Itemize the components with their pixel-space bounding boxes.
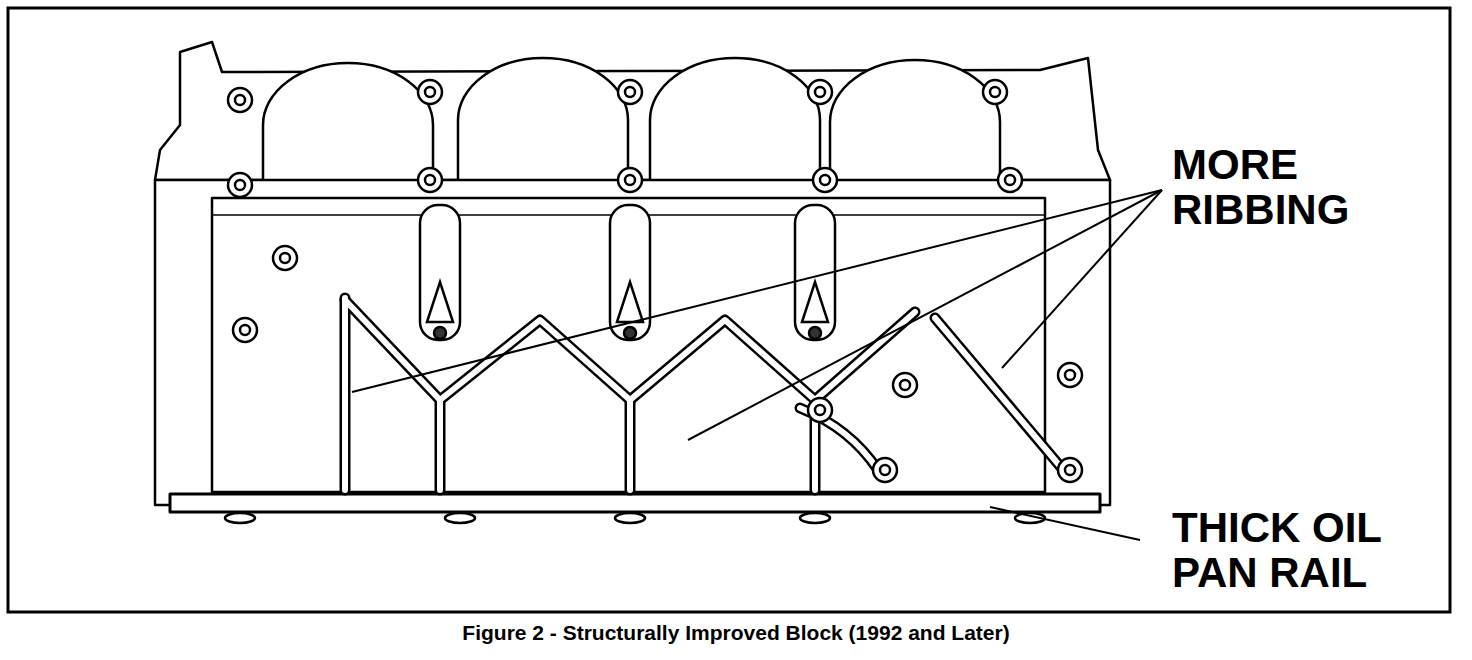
block-detail: [170, 494, 1100, 512]
block-detail: [830, 60, 1000, 185]
block-detail: [240, 325, 250, 335]
block-detail: [880, 465, 890, 475]
block-detail: [618, 80, 642, 104]
block-detail: [935, 318, 1065, 472]
bolt-bosses: [225, 80, 1082, 523]
block-detail: [235, 180, 245, 190]
block-detail: [263, 63, 433, 185]
block-detail: [625, 87, 635, 97]
block-detail: [625, 400, 636, 490]
block-detail: [688, 190, 1162, 440]
block-detail: [815, 87, 825, 97]
block-detail: [425, 87, 435, 97]
block-detail: [990, 87, 1000, 97]
block-detail: [352, 190, 1162, 392]
block-detail: [627, 400, 633, 490]
block-detail: [615, 513, 645, 523]
cylinder-block: [155, 42, 1110, 512]
block-detail: [458, 58, 628, 185]
block-detail: [1065, 370, 1075, 380]
block-detail: [228, 88, 252, 112]
figure-caption: Figure 2 - Structurally Improved Block (…: [462, 622, 1009, 645]
block-detail: [625, 175, 635, 185]
block-detail: [280, 253, 290, 263]
block-detail: [434, 327, 446, 339]
block-detail: [802, 282, 828, 322]
block-detail: [418, 80, 442, 104]
part-label: MORE RIBBING: [1172, 142, 1407, 233]
block-detail: [800, 513, 830, 523]
block-detail: [815, 405, 825, 415]
block-detail: [873, 458, 897, 482]
figure-frame: [8, 8, 1450, 612]
part-label: THICK OIL PAN RAIL: [1172, 505, 1407, 596]
block-detail: [900, 380, 910, 390]
block-detail: [233, 318, 257, 342]
block-detail: [990, 507, 1140, 540]
block-detail: [420, 205, 460, 340]
block-detail: [225, 513, 255, 523]
block-detail: [212, 198, 1045, 492]
block-detail: [427, 282, 453, 322]
leader-lines: [352, 190, 1162, 540]
block-detail: [1002, 190, 1162, 368]
block-detail: [893, 373, 917, 397]
block-detail: [935, 318, 1065, 472]
block-detail: [235, 95, 245, 105]
block-detail: [435, 400, 446, 490]
block-detail: [983, 80, 1007, 104]
block-detail: [342, 298, 348, 490]
block-detail: [650, 58, 820, 185]
block-detail: [624, 327, 636, 339]
block-detail: [618, 168, 642, 192]
block-detail: [808, 80, 832, 104]
block-detail: [1058, 363, 1082, 387]
block-detail: [809, 327, 821, 339]
block-detail: [445, 513, 475, 523]
block-detail: [273, 246, 297, 270]
block-detail: [808, 398, 832, 422]
block-detail: [155, 180, 1110, 505]
block-detail: [998, 168, 1022, 192]
block-detail: [437, 400, 443, 490]
block-detail: [340, 298, 351, 490]
block-detail: [1005, 175, 1015, 185]
block-detail: [418, 168, 442, 192]
block-detail: [1065, 465, 1075, 475]
block-detail: [820, 175, 830, 185]
block-detail: [617, 282, 643, 322]
block-detail: [228, 173, 252, 197]
block-detail: [1058, 458, 1082, 482]
block-detail: [425, 175, 435, 185]
block-detail: [813, 168, 837, 192]
